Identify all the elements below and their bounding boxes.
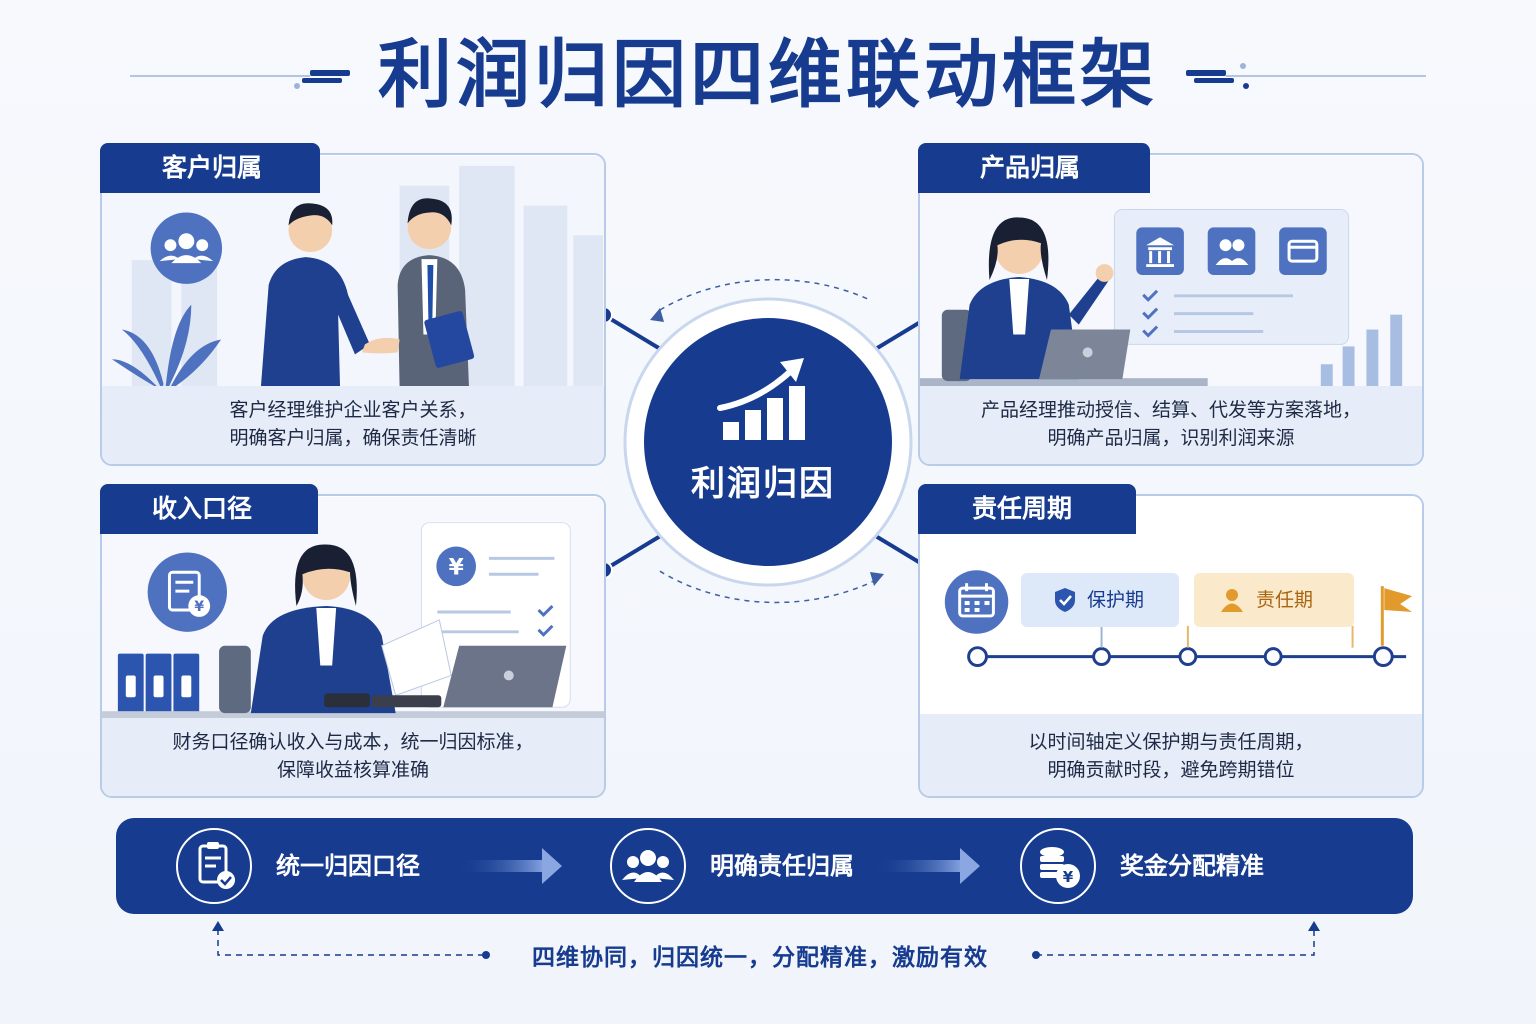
clipboard-check-icon [176, 828, 252, 904]
customer-description: 客户经理维护企业客户关系， 明确客户归属，确保责任清晰 [102, 386, 604, 464]
tab-product-ownership: 产品归属 [918, 143, 1150, 193]
tab-responsibility-period: 责任周期 [918, 484, 1136, 534]
growth-chart-icon [717, 358, 805, 440]
revenue-card: ¥ ¥ 财务口径确认收入与成本，统一归因标准， 保障收益核算准确 [100, 494, 606, 798]
product-desc-line2: 明确产品归属，识别利润来源 [1047, 427, 1295, 449]
svg-text:¥: ¥ [1063, 868, 1074, 886]
flow-arrow-2 [872, 848, 980, 884]
svg-text:¥: ¥ [194, 599, 204, 615]
product-description: 产品经理推动授信、结算、代发等方案落地， 明确产品归属，识别利润来源 [920, 386, 1422, 464]
product-illustration [920, 155, 1422, 390]
customer-card: 客户经理维护企业客户关系， 明确客户归属，确保责任清晰 [100, 153, 606, 466]
protection-period-label: 保护期 [1087, 589, 1145, 611]
bank-icon [1136, 227, 1184, 275]
shield-check-icon [1055, 588, 1075, 612]
invoice-yen-icon: ¥ [147, 552, 228, 632]
customer-desc-line2: 明确客户归属，确保责任清晰 [229, 427, 477, 449]
tab-revenue-basis: 收入口径 [100, 484, 318, 534]
revenue-desc-line2: 保障收益核算准确 [276, 759, 429, 781]
flow-arrow-1 [454, 848, 562, 884]
product-card: 产品经理推动授信、结算、代发等方案落地， 明确产品归属，识别利润来源 [918, 153, 1424, 466]
title-decoration-left [130, 70, 350, 89]
tagline: 四维协同，归因统一，分配精准，激励有效 [532, 945, 988, 971]
responsibility-period-label: 责任期 [1256, 589, 1314, 611]
center-hub [595, 278, 941, 604]
period-desc-line2: 明确贡献时段，避免跨期错位 [1047, 759, 1295, 781]
revenue-description: 财务口径确认收入与成本，统一归因标准， 保障收益核算准确 [102, 718, 604, 796]
responsibility-period-badge: 责任期 [1194, 573, 1354, 627]
period-card: 以时间轴定义保护期与责任周期， 明确贡献时段，避免跨期错位 [918, 494, 1424, 798]
period-desc-line1: 以时间轴定义保护期与责任周期， [1028, 731, 1314, 753]
tab-customer-ownership: 客户归属 [100, 143, 320, 193]
svg-text:¥: ¥ [449, 555, 464, 580]
flow-step-3-label: 奖金分配精准 [1120, 852, 1264, 880]
person-icon [1221, 589, 1243, 612]
flow-step-1-label: 统一归因口径 [276, 852, 420, 880]
team-icon [610, 828, 686, 904]
customer-desc-line1: 客户经理维护企业客户关系， [229, 399, 477, 421]
period-description: 以时间轴定义保护期与责任周期， 明确贡献时段，避免跨期错位 [920, 714, 1422, 796]
flow-step-2-label: 明确责任归属 [710, 852, 854, 880]
customer-illustration [102, 155, 604, 390]
card-icon [1279, 227, 1327, 275]
product-desc-line1: 产品经理推动授信、结算、代发等方案落地， [980, 399, 1361, 421]
revenue-desc-line1: 财务口径确认收入与成本，统一归因标准， [172, 731, 534, 753]
protection-period-badge: 保护期 [1021, 573, 1179, 627]
coins-yen-icon: ¥ [1020, 828, 1096, 904]
center-label: 利润归因 [691, 464, 835, 504]
users-icon [1207, 227, 1256, 275]
calendar-icon [944, 570, 1009, 634]
title-decoration-right [1186, 63, 1426, 89]
revenue-illustration: ¥ ¥ [102, 496, 604, 722]
flow-bar: 统一归因口径 明确责任归属 ¥ 奖金分配精准 [116, 818, 1413, 914]
page-title: 利润归因四维联动框架 [378, 32, 1158, 118]
tagline-loop [212, 921, 1320, 959]
